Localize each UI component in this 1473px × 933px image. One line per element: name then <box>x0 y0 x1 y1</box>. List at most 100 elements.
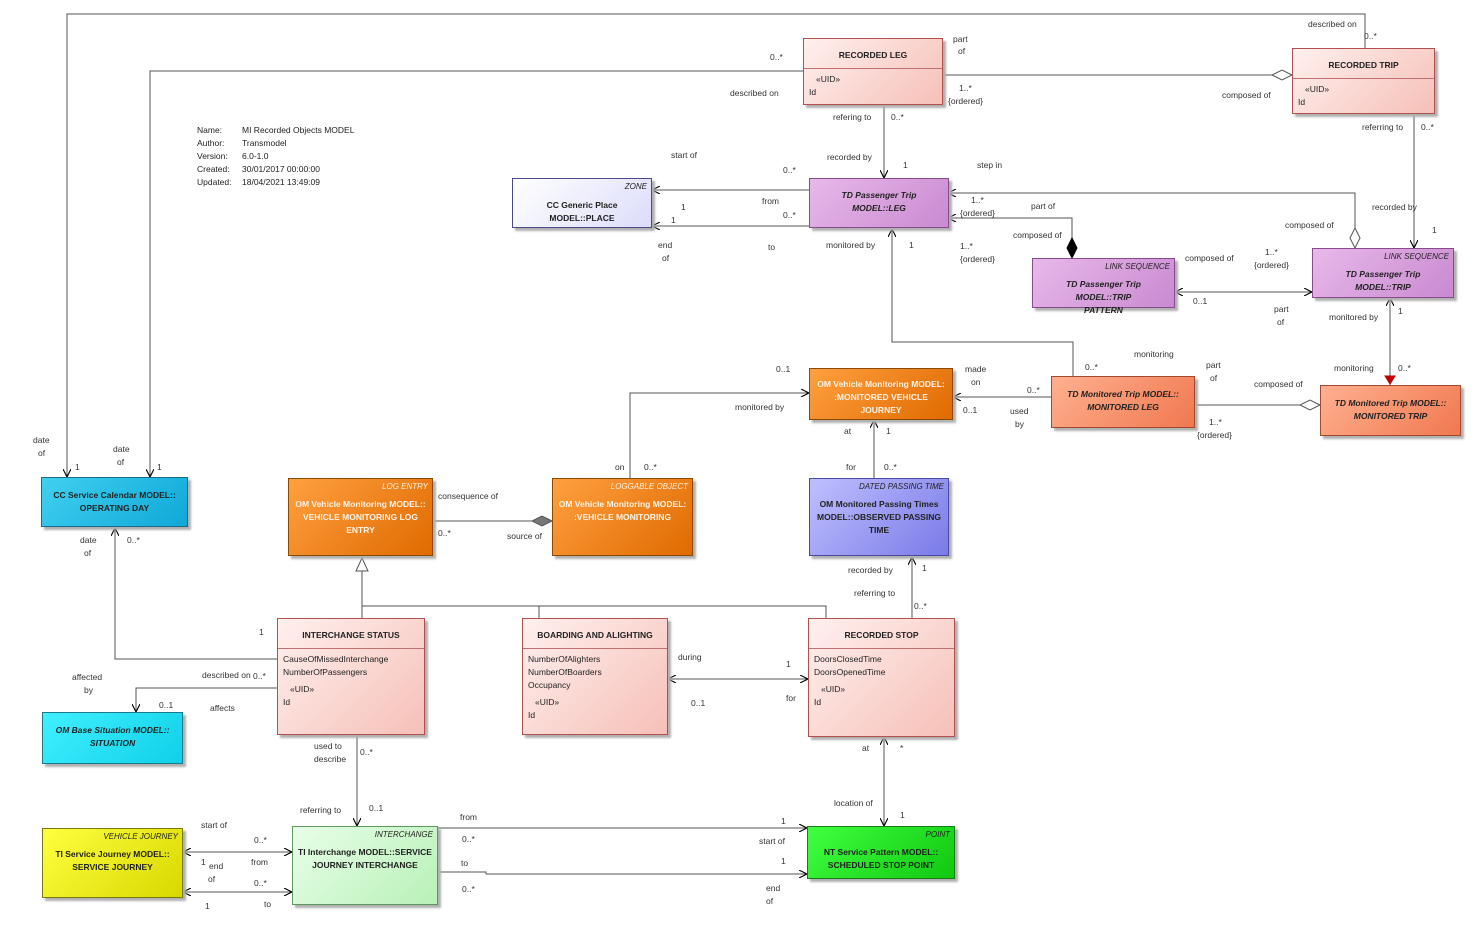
class-service-journey[interactable]: VEHICLE JOURNEY TI Service Journey MODEL… <box>42 828 183 898</box>
class-name: RECORDED LEG <box>838 50 908 60</box>
connector-label: {ordered} <box>948 96 983 106</box>
class-recorded-stop[interactable]: RECORDED STOP DoorsClosedTime DoorsOpene… <box>808 618 955 737</box>
connector-label: described on <box>1308 19 1357 29</box>
connector-label: 1 <box>201 857 206 867</box>
connector-label: 0..* <box>644 462 657 472</box>
class-operating-day[interactable]: CC Service Calendar MODEL:: OPERATING DA… <box>41 477 188 527</box>
connector-label: 0..* <box>254 835 267 845</box>
connector-label: composed of <box>1185 253 1234 263</box>
class-name: RECORDED STOP <box>844 630 919 640</box>
connector-label: 0..* <box>438 528 451 538</box>
class-vehicle-monitoring[interactable]: LOGGABLE OBJECT OM Vehicle Monitoring MO… <box>552 478 693 556</box>
connector-label: to <box>768 242 776 252</box>
connector-label: 1..* <box>959 83 972 93</box>
connector-label: 0..* <box>783 210 796 220</box>
class-boarding-and-alighting[interactable]: BOARDING AND ALIGHTING NumberOfAlighters… <box>522 618 668 735</box>
class-recorded-leg[interactable]: RECORDED LEG «UID» Id <box>803 38 943 105</box>
connector-label: 0..1 <box>159 700 174 710</box>
connector-label: of <box>1210 373 1218 383</box>
connector-label: 1 <box>781 856 786 866</box>
connector-label: consequence of <box>438 491 499 501</box>
connector-label: to <box>461 858 469 868</box>
connector-label: monitored by <box>735 402 785 412</box>
class-monitored-vehicle-journey[interactable]: OM Vehicle Monitoring MODEL: :MONITORED … <box>809 368 953 420</box>
class-name: RECORDED TRIP <box>1328 60 1399 70</box>
stereotype: INTERCHANGE <box>374 830 433 839</box>
meta-created: 30/01/2017 00:00:00 <box>242 164 320 174</box>
meta-author: Transmodel <box>242 138 287 148</box>
connector-label: referring to <box>300 805 342 815</box>
class-name: BOARDING AND ALIGHTING <box>537 630 653 640</box>
assoc-vm-mvj <box>629 393 809 478</box>
connector-label: 0..* <box>462 834 475 844</box>
connector-label: on <box>971 377 981 387</box>
connector-label: part <box>1274 304 1289 314</box>
connector-label: location of <box>834 798 873 808</box>
connector-label: for <box>846 462 856 472</box>
connector-label: 1 <box>75 462 80 472</box>
connector-label: 0..* <box>891 112 904 122</box>
class-td-trip[interactable]: LINK SEQUENCE TD Passenger Trip MODEL::T… <box>1312 248 1454 298</box>
class-recorded-trip[interactable]: RECORDED TRIP «UID» Id <box>1292 48 1435 114</box>
connector-label: 1 <box>909 240 914 250</box>
connector-label: from <box>762 196 779 206</box>
connector-label: 0..* <box>1398 363 1411 373</box>
connector-label: recorded by <box>1372 202 1417 212</box>
stereotype: LOG ENTRY <box>382 482 428 491</box>
connector-label: 1..* <box>960 241 973 251</box>
assoc-is-opday <box>115 528 277 660</box>
model-metadata: Name:MI Recorded Objects MODEL Author:Tr… <box>197 124 354 189</box>
connector-label: {ordered} <box>960 254 995 264</box>
connector-label: used <box>1010 406 1029 416</box>
connector-label: composed of <box>1285 220 1334 230</box>
class-service-journey-interchange[interactable]: INTERCHANGE TI Interchange MODEL::SERVIC… <box>292 826 438 905</box>
connector-label: monitored by <box>826 240 876 250</box>
connector-label: composed of <box>1254 379 1303 389</box>
connector-label: 0..* <box>253 671 266 681</box>
assoc-is-situation <box>136 687 277 712</box>
connector-label: 1 <box>1432 225 1437 235</box>
connector-label: 1 <box>681 202 686 212</box>
connector-label: affected <box>72 672 103 682</box>
meta-version: 6.0-1.0 <box>242 151 269 161</box>
connector-label: at <box>844 426 852 436</box>
stereotype: LOGGABLE OBJECT <box>610 482 688 491</box>
class-name-line1: CC Service Calendar MODEL:: <box>53 490 176 500</box>
connector-label: by <box>1015 419 1024 429</box>
meta-updated-label: Updated: <box>197 177 232 187</box>
connector-label: {ordered} <box>960 208 995 218</box>
stereotype: ZONE <box>624 182 647 191</box>
connector-label: date <box>80 535 97 545</box>
class-trip-pattern[interactable]: LINK SEQUENCE TD Passenger Trip MODEL::T… <box>1032 258 1175 315</box>
connector-label: from <box>460 812 477 822</box>
class-vehicle-monitoring-log-entry[interactable]: LOG ENTRY OM Vehicle Monitoring MODEL:: … <box>288 478 433 556</box>
class-situation[interactable]: OM Base Situation MODEL:: SITUATION <box>42 712 183 764</box>
stereotype: VEHICLE JOURNEY <box>103 832 178 841</box>
connector-label: 0..* <box>462 884 475 894</box>
connector-label: at <box>862 743 870 753</box>
class-interchange-status[interactable]: INTERCHANGE STATUS CauseOfMissedIntercha… <box>277 618 425 735</box>
class-monitored-trip[interactable]: TD Monitored Trip MODEL:: MONITORED TRIP <box>1320 385 1461 436</box>
connector-label: part <box>1206 360 1221 370</box>
attr-passengers: NumberOfPassengers <box>283 667 368 677</box>
attr-doors-closed: DoorsClosedTime <box>814 654 882 664</box>
class-scheduled-stop-point[interactable]: POINT NT Service Pattern MODEL:: SCHEDUL… <box>807 826 955 879</box>
connector-label: recorded by <box>827 152 872 162</box>
connector-label: 0..* <box>1421 122 1434 132</box>
connector-label: of <box>208 874 216 884</box>
meta-name: MI Recorded Objects MODEL <box>242 125 355 135</box>
class-observed-passing-time[interactable]: DATED PASSING TIME OM Monitored Passing … <box>809 478 949 556</box>
uid-stereotype: «UID» <box>816 74 841 84</box>
class-place[interactable]: ZONE CC Generic Place MODEL::PLACE <box>512 178 652 228</box>
class-td-leg[interactable]: TD Passenger Trip MODEL::LEG <box>809 178 949 228</box>
connector-label: 1 <box>157 462 162 472</box>
attr-doors-opened: DoorsOpenedTime <box>814 667 886 677</box>
connector-label: 1..* <box>1265 247 1278 257</box>
connector-label: of <box>84 548 92 558</box>
class-name: INTERCHANGE STATUS <box>302 630 400 640</box>
connector-label: 0..* <box>914 601 927 611</box>
uid-stereotype: «UID» <box>535 697 560 707</box>
class-name-line1: TD Monitored Trip MODEL:: <box>1067 389 1179 399</box>
class-monitored-leg[interactable]: TD Monitored Trip MODEL:: MONITORED LEG <box>1051 376 1195 428</box>
